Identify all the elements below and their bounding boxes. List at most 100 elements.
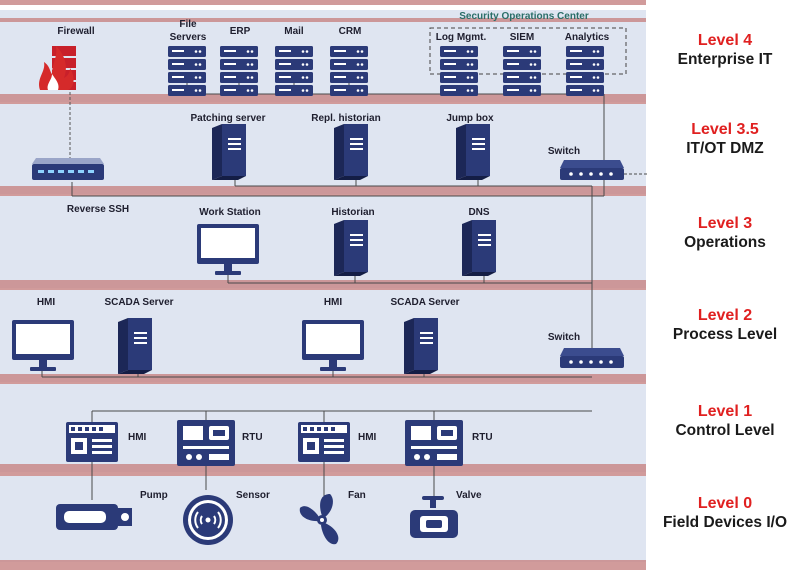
process-switch[interactable]: Switch (548, 332, 624, 368)
tower-server-icon (404, 318, 438, 374)
scada-b-label: SCADA Server (390, 297, 459, 308)
hmi-level1-b[interactable]: HMI (298, 422, 377, 462)
band-divider (0, 186, 646, 196)
dmz-switch[interactable]: Switch (548, 146, 624, 180)
work-station-label: Work Station (199, 207, 260, 218)
repl-historian-server[interactable]: Repl. historian (311, 113, 381, 180)
band-divider (0, 0, 646, 5)
band-divider (0, 464, 646, 476)
fan[interactable]: Fan (299, 490, 366, 545)
scada-a-label: SCADA Server (104, 297, 173, 308)
dns-server[interactable]: DNS (462, 207, 496, 276)
level-4-name: Enterprise IT (677, 51, 773, 68)
file-servers-label-line1: File (179, 19, 197, 30)
level-band (0, 104, 646, 194)
band-divider (0, 94, 646, 104)
band-divider (0, 374, 646, 384)
level-band (0, 10, 646, 102)
rtu-icon (177, 420, 235, 466)
level-1-label: Level 1 Control Level (650, 402, 800, 440)
sensor-label: Sensor (236, 490, 270, 501)
firewall[interactable]: Firewall (39, 26, 95, 90)
level-4-number: Level 4 (697, 32, 753, 49)
rtu-a[interactable]: RTU (177, 420, 263, 466)
hmi-l1-b-label: HMI (358, 432, 377, 443)
level-2-name: Process Level (672, 326, 778, 343)
reverse-ssh-appliance[interactable]: Reverse SSH (32, 158, 129, 215)
file-servers-label-line2: Servers (170, 32, 207, 43)
level-2-number: Level 2 (697, 307, 753, 324)
valve-label: Valve (456, 490, 482, 501)
historian-label: Historian (331, 207, 374, 218)
band-divider (0, 560, 646, 570)
hmi-l2-a-label: HMI (37, 297, 56, 308)
scada-server-b[interactable]: SCADA Server (390, 297, 460, 374)
crm-server[interactable]: CRM (330, 26, 368, 96)
level-3-5-name: IT/OT DMZ (686, 140, 764, 157)
plc-icon (66, 422, 118, 462)
level-3-number: Level 3 (697, 215, 753, 232)
pump-label: Pump (140, 490, 168, 501)
plc-icon (298, 422, 350, 462)
siem-server[interactable]: SIEM (503, 32, 541, 96)
rtu-a-label: RTU (242, 432, 263, 443)
firewall-label: Firewall (57, 26, 94, 37)
sensor[interactable]: Sensor (183, 490, 270, 545)
pump[interactable]: Pump (56, 490, 168, 530)
crm-label: CRM (339, 26, 362, 37)
log-mgmt-label: Log Mgmt. (436, 32, 487, 43)
jump-box-label: Jump box (446, 113, 494, 124)
dmz-switch-label: Switch (548, 146, 580, 157)
process-switch-label: Switch (548, 332, 580, 343)
work-station[interactable]: Work Station (197, 207, 261, 275)
analytics-server[interactable]: Analytics (565, 32, 610, 96)
rtu-b[interactable]: RTU (405, 420, 493, 466)
level-0-number: Level 0 (697, 495, 753, 512)
valve[interactable]: Valve (410, 490, 482, 538)
erp-label: ERP (230, 26, 251, 37)
tower-server-icon (118, 318, 152, 374)
mail-server[interactable]: Mail (275, 26, 313, 96)
firewall-icon (39, 46, 76, 90)
level-3-label: Level 3 Operations (650, 214, 800, 252)
soc-label: Security Operations Center (459, 11, 589, 22)
erp-server[interactable]: ERP (220, 26, 258, 96)
network-appliance-icon (32, 158, 104, 180)
patching-server[interactable]: Patching server (190, 113, 266, 180)
repl-historian-label: Repl. historian (311, 113, 380, 124)
sensor-icon (183, 495, 233, 545)
log-mgmt-server[interactable]: Log Mgmt. (436, 32, 487, 96)
band-divider (0, 280, 646, 290)
rtu-icon (405, 420, 463, 466)
band-divider (0, 18, 646, 22)
dns-label: DNS (468, 207, 489, 218)
level-4-label: Level 4 Enterprise IT (650, 31, 800, 69)
hmi-level1-a[interactable]: HMI (66, 422, 147, 462)
hmi-level2-a[interactable]: HMI (12, 297, 74, 371)
scada-server-a[interactable]: SCADA Server (104, 297, 174, 374)
file-servers[interactable]: File Servers (168, 19, 207, 96)
level-1-name: Control Level (675, 422, 775, 439)
tower-server-icon (334, 220, 368, 276)
level-0-name: Field Devices I/O (662, 514, 788, 531)
level-2-label: Level 2 Process Level (650, 306, 800, 344)
switch-icon (560, 160, 624, 180)
level-3-5-number: Level 3.5 (691, 121, 759, 138)
level-band (0, 196, 646, 288)
level-3-5-label: Level 3.5 IT/OT DMZ (650, 120, 800, 158)
hmi-level2-b[interactable]: HMI (302, 297, 364, 371)
historian-server[interactable]: Historian (331, 207, 375, 276)
level-3-name: Operations (684, 234, 766, 251)
jump-box-server[interactable]: Jump box (446, 113, 494, 180)
patching-server-label: Patching server (190, 113, 265, 124)
tower-server-icon (462, 220, 496, 276)
level-0-label: Level 0 Field Devices I/O (650, 494, 800, 532)
switch-icon (560, 348, 624, 368)
tower-server-icon (334, 124, 368, 180)
tower-server-icon (456, 124, 490, 180)
valve-icon (410, 496, 458, 538)
mail-label: Mail (284, 26, 304, 37)
hmi-l1-a-label: HMI (128, 432, 147, 443)
